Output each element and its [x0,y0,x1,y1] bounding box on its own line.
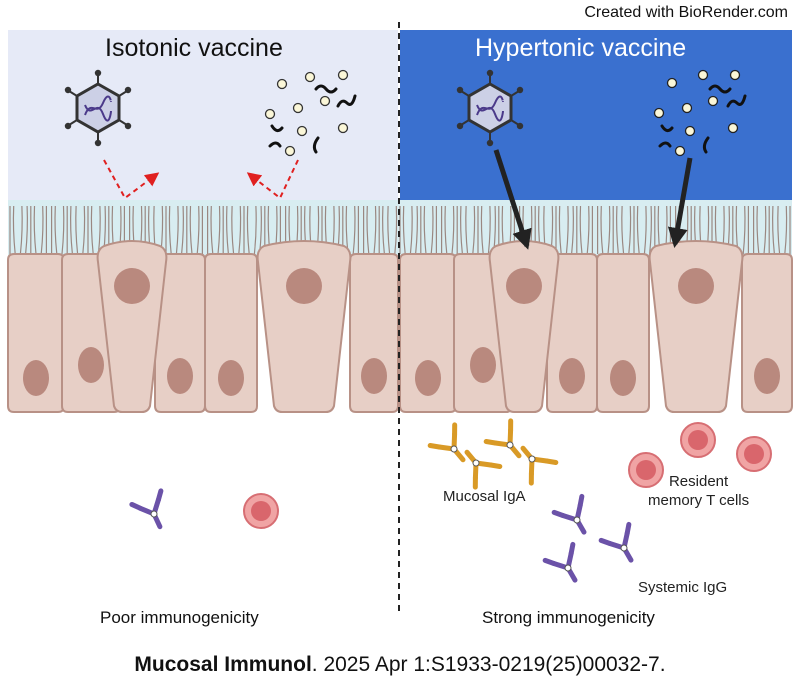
cilium [82,205,86,255]
epithelial-cell-icon [741,253,793,413]
cilium [352,205,356,255]
citation-details: . 2025 Apr 1:S1933-0219(25)00032-7. [311,653,666,676]
epithelial-cell-icon [596,253,650,413]
cilium [12,205,16,255]
systemic-igg-label: Systemic IgG [638,579,728,596]
cilium [600,205,604,255]
cilium [25,205,28,255]
cilium [742,205,746,255]
citation-journal: Mucosal Immunol [134,653,312,676]
cilium [643,205,647,255]
resident-t-cells-label: Resident memory T cells [648,473,750,509]
cilium [253,205,257,255]
cilium [181,205,184,255]
cilium [387,205,391,255]
cilium [571,205,574,255]
cilium [373,205,377,255]
cilium [784,205,788,255]
cilium [366,205,370,255]
antibody-icon [132,491,175,534]
cilium [54,205,58,255]
resident-t-cells [628,422,772,488]
cilium [756,205,760,255]
citation: Mucosal Immunol. 2025 Apr 1:S1933-0219(2… [0,653,800,677]
cilium [444,205,448,255]
cilium [607,205,611,255]
cilium [382,205,385,255]
cilium [394,205,398,255]
epithelial-cell-icon [349,253,399,413]
cilium [409,205,413,255]
right-outcome-text: Strong immunogenicity [482,608,655,627]
epithelial-cell-icon [256,240,352,413]
systemic-igg-antibodies [545,496,645,588]
cilium [565,205,569,255]
left-outcome-text: Poor immunogenicity [100,608,259,627]
cilium [231,205,235,255]
cilium [402,205,406,255]
cilium [210,205,214,255]
right-panel-title: Hypertonic vaccine [475,34,687,62]
epithelial-cell-icon [399,253,457,413]
epithelial-cell-icon [7,253,65,413]
mucosal-iga-label: Mucosal IgA [443,488,526,505]
epithelial-cell-layer [7,240,793,413]
epithelial-cell-icon [204,253,258,413]
rna-particle-icon [653,69,747,157]
epithelial-cell-icon [546,253,598,413]
cilium [70,205,73,255]
t-cell-icon [243,493,279,529]
cilium [579,205,583,255]
cilium [621,205,625,255]
cilium [460,205,463,255]
cilium [415,205,418,255]
cilium [636,205,640,255]
cilium [19,205,23,255]
cilium [451,205,455,255]
cilium [423,205,427,255]
cilium [226,205,229,255]
cilium [217,205,221,255]
credit-text: Created with BioRender.com [584,4,788,21]
right-panel-background [400,30,792,200]
cilium [558,205,562,255]
cilium [246,205,250,255]
cilium [628,205,632,255]
cilia [9,205,791,255]
cilium [649,205,652,255]
entry-arrows [493,149,693,250]
cilium [189,205,193,255]
cilium [238,205,242,255]
epithelial-cell-icon [96,240,168,413]
cilium [763,205,767,255]
cilium [430,205,434,255]
cilium [61,205,65,255]
epithelial-cell-icon [648,240,744,413]
left-panel-title: Isotonic vaccine [105,34,283,62]
cilium [90,205,94,255]
left-panel-background [8,30,398,200]
cilium [480,205,484,255]
cilium [465,205,469,255]
cilium [168,205,172,255]
cilium [777,205,781,255]
epithelial-cell-icon [154,253,206,413]
cilium [487,205,491,255]
cilium [75,205,79,255]
mucosal-iga-antibodies [430,421,556,487]
rna-particle-icon [264,69,357,157]
epithelial-cell-icon [488,240,560,413]
cilium [772,205,775,255]
cilium [33,205,37,255]
cilium [175,205,179,255]
cilium [196,205,200,255]
cilium [40,205,44,255]
cilium [616,205,619,255]
cilium [472,205,476,255]
cilium [586,205,590,255]
